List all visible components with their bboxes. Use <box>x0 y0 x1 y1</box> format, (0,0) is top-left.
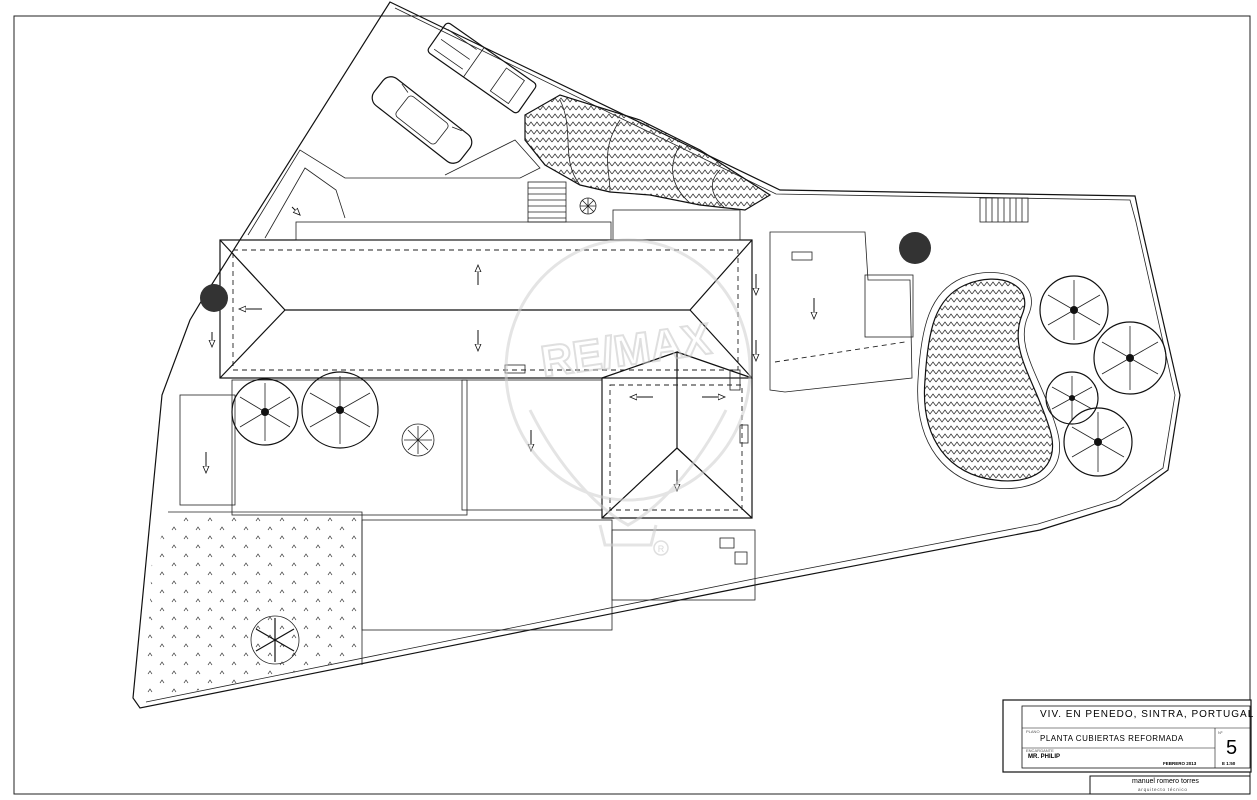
svg-text:R: R <box>658 544 665 554</box>
tree-icon <box>231 378 299 446</box>
hatched-garden-bed <box>917 272 1060 489</box>
lower-lawn <box>145 511 363 700</box>
tree-icon <box>250 615 300 665</box>
tree-icon <box>1063 407 1133 477</box>
tree-icon <box>1045 371 1099 425</box>
shrub-icon <box>579 197 597 215</box>
tree-icon <box>1093 321 1167 395</box>
property-boundary <box>132 1 1181 709</box>
shrub-icon <box>401 423 435 457</box>
tree-icon <box>1039 275 1109 345</box>
terrace-area <box>179 379 756 631</box>
svg-text:RE/MAX: RE/MAX <box>538 314 714 386</box>
parking-area <box>247 22 541 239</box>
shrub-icon <box>899 232 931 264</box>
shrub-icon <box>200 284 228 312</box>
sheet-frame <box>13 15 1251 795</box>
title-block <box>1002 699 1252 795</box>
main-roof-south <box>601 351 753 519</box>
stone-path-garden <box>524 94 772 211</box>
car-icon <box>371 76 473 164</box>
east-roof <box>769 231 914 393</box>
tree-icon <box>301 371 379 449</box>
slope-arrow-icon <box>206 206 814 488</box>
pickup-truck-icon <box>427 22 537 114</box>
